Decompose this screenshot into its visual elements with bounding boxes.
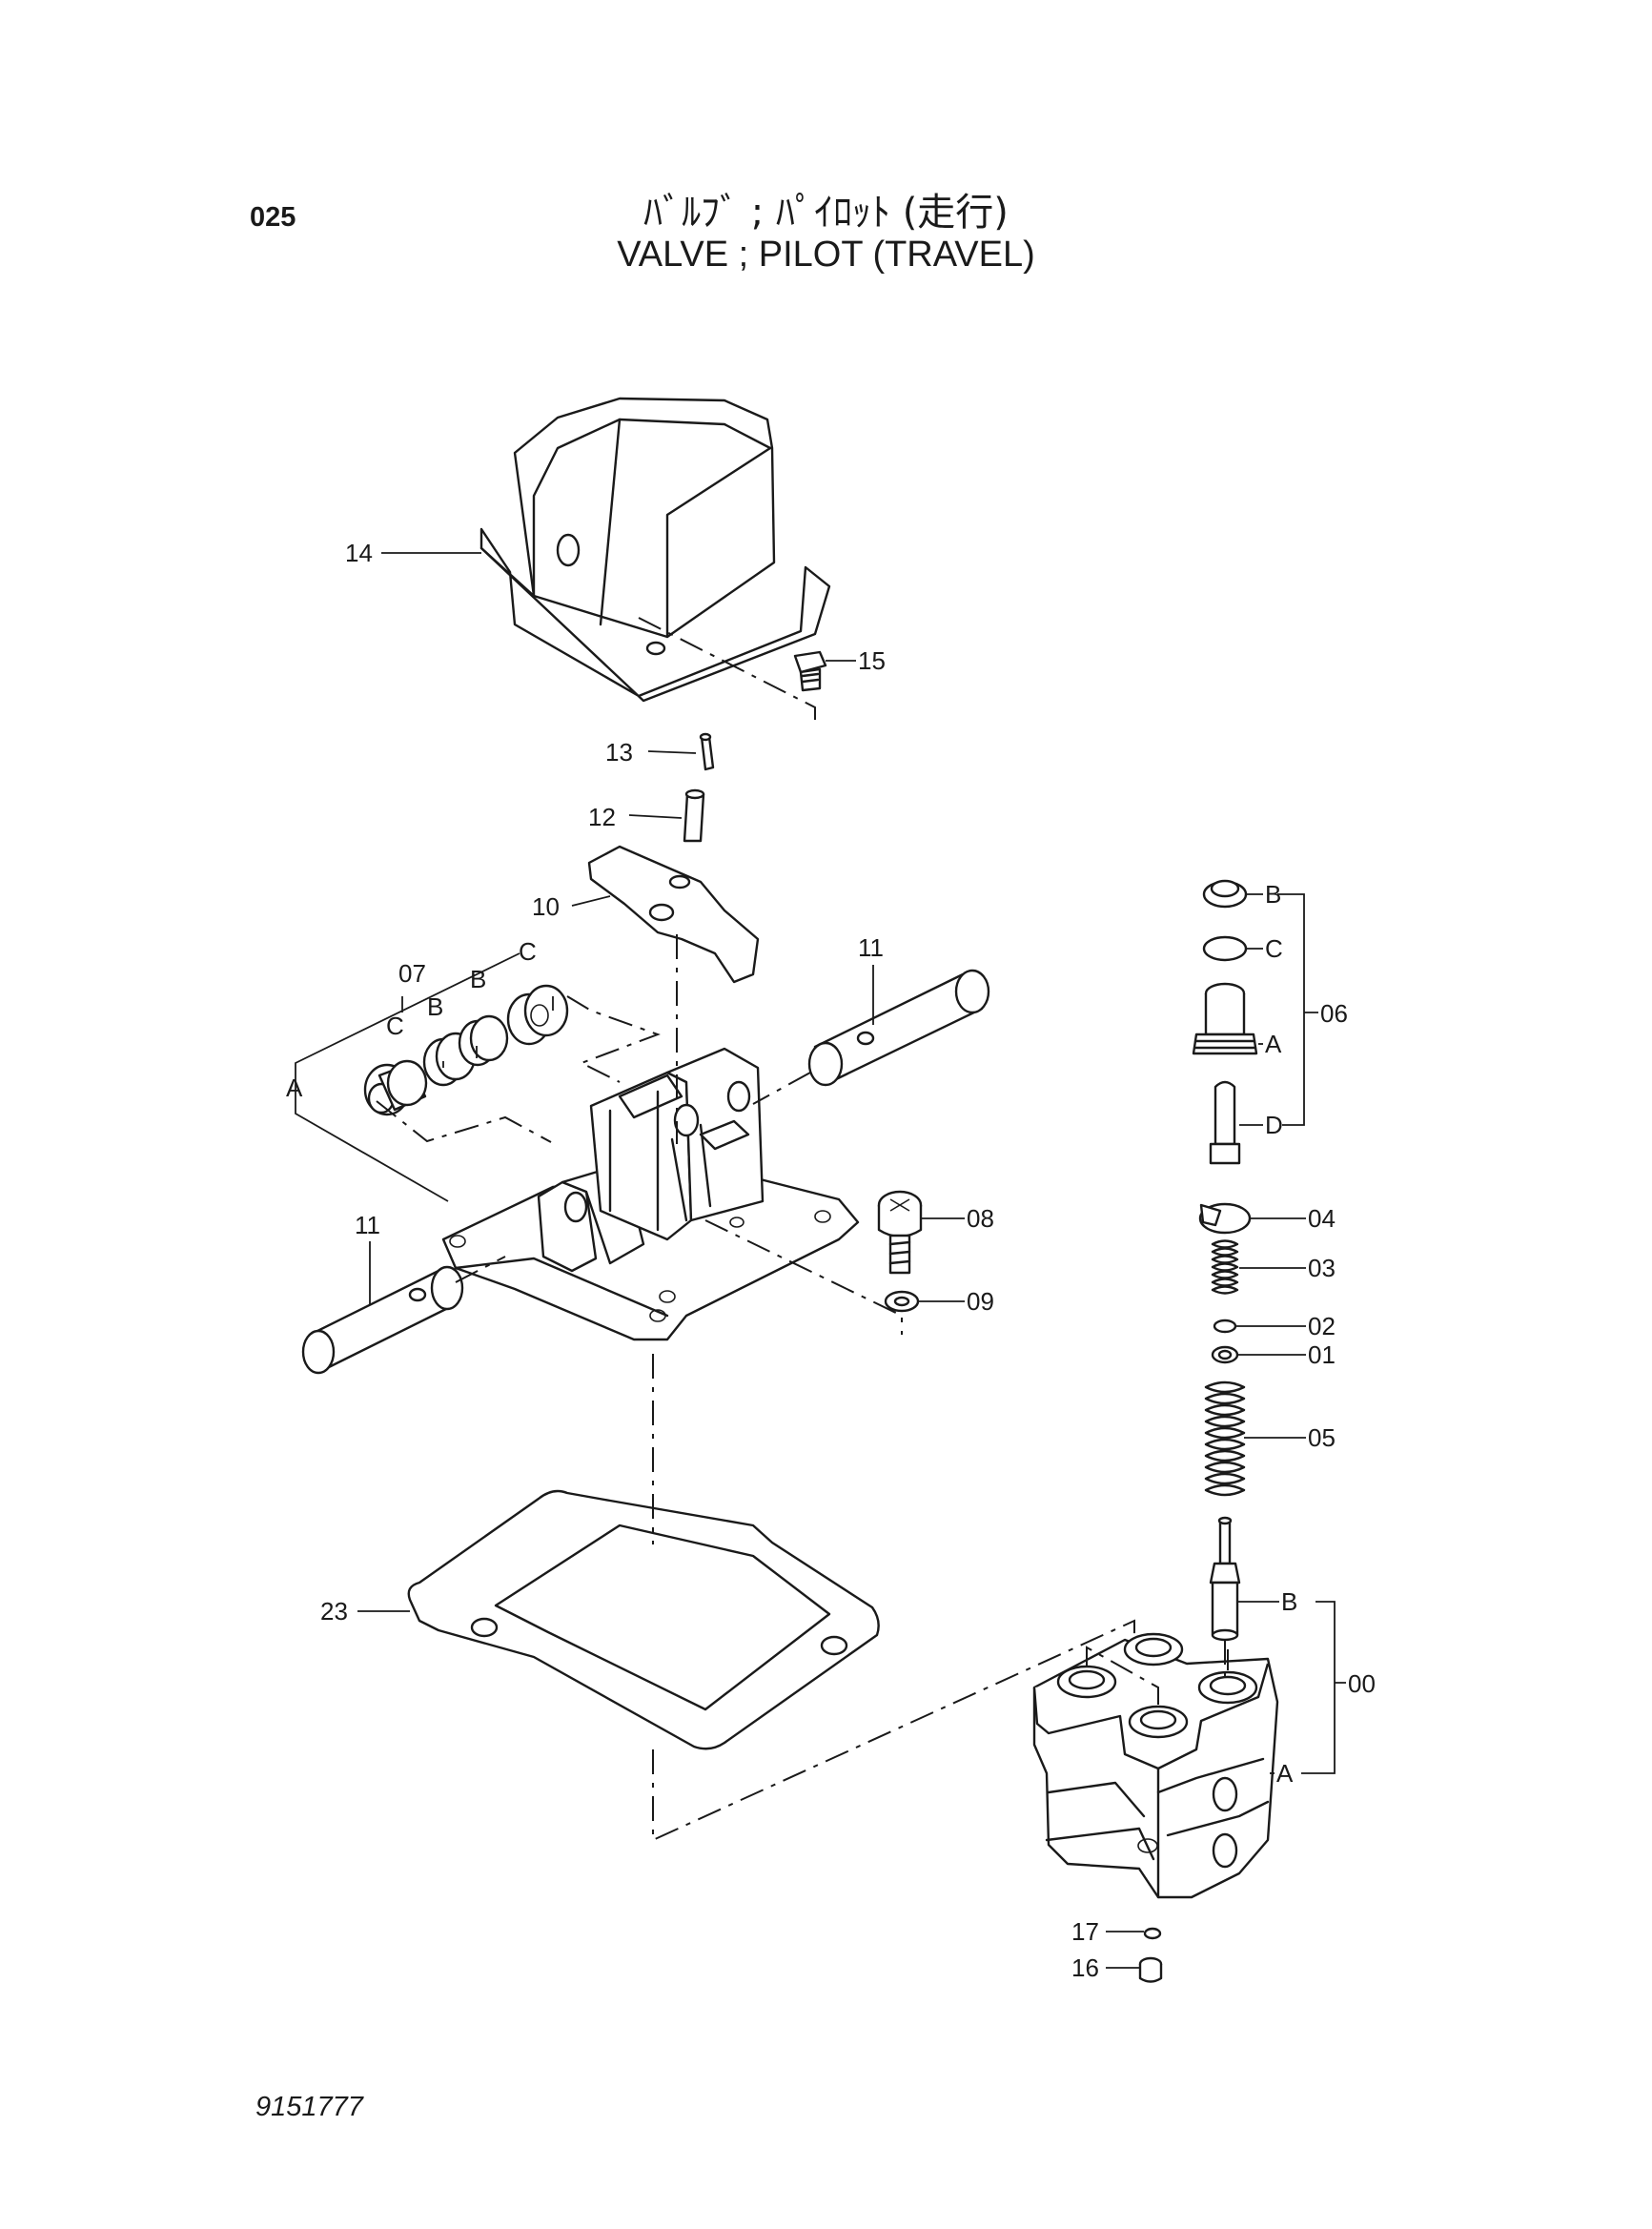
- part-01-washer: [1211, 1345, 1239, 1364]
- letter-b-00: B: [1281, 1587, 1297, 1616]
- page-number: 025: [250, 202, 296, 233]
- axis-line-pin-upper: [752, 1072, 811, 1105]
- callout-11-lower: 11: [355, 1211, 380, 1239]
- callout-03: 03: [1308, 1254, 1336, 1282]
- part-23-gasket: [407, 1489, 880, 1750]
- part-00-valve-body: [1032, 1632, 1279, 1899]
- leader-10: [571, 895, 611, 907]
- bracket-00: [1301, 1601, 1346, 1774]
- bracket-06: [1277, 893, 1318, 1126]
- axis-line-rods-lower: [376, 1100, 552, 1143]
- callout-14: 14: [345, 539, 373, 567]
- part-09-washer: [884, 1290, 920, 1313]
- callout-08: 08: [967, 1204, 994, 1233]
- letter-c-07-right: C: [519, 937, 537, 966]
- callout-12: 12: [588, 803, 616, 831]
- part-13-pin: [699, 732, 715, 771]
- callout-16: 16: [1071, 1953, 1099, 1982]
- part-11-pin-lower: [301, 1265, 464, 1375]
- axis-line-gasket-body: [652, 1619, 1135, 1842]
- callout-11-upper: 11: [858, 933, 884, 962]
- callout-17: 17: [1071, 1917, 1099, 1946]
- part-11-pin-upper: [807, 969, 990, 1087]
- callout-05: 05: [1308, 1423, 1336, 1452]
- letter-b-06: B: [1265, 880, 1281, 909]
- part-02-shim: [1213, 1319, 1237, 1334]
- callout-13: 13: [605, 738, 633, 767]
- leader-12: [628, 814, 683, 819]
- letter-a-07: A: [286, 1074, 303, 1102]
- casing: [441, 1047, 860, 1341]
- callout-04: 04: [1308, 1204, 1336, 1233]
- part-07-push-rods: [363, 984, 569, 1116]
- callout-02: 02: [1308, 1312, 1336, 1340]
- part-03-spring: [1211, 1239, 1239, 1295]
- letter-b-07-left: B: [427, 992, 443, 1021]
- callout-01: 01: [1308, 1340, 1336, 1369]
- part-12-pin: [683, 788, 705, 843]
- part-00-spool: [1209, 1516, 1241, 1642]
- part-15-bolt: [793, 650, 827, 692]
- title-english: VALVE ; PILOT (TRAVEL): [617, 235, 1035, 275]
- callout-15: 15: [858, 646, 886, 675]
- letter-d-06: D: [1265, 1111, 1283, 1139]
- part-10-cam: [587, 845, 760, 984]
- title-japanese: ﾊﾞﾙﾌﾞ ; ﾊﾟｲﾛｯﾄ (走行): [643, 191, 1009, 235]
- letter-a-06: A: [1265, 1030, 1282, 1058]
- part-06-assembly: [1192, 879, 1258, 1165]
- axis-line-cover: [638, 617, 816, 720]
- part-14-cover: [479, 397, 831, 703]
- part-04-spring-seat: [1198, 1202, 1252, 1235]
- part-17-o-ring: [1143, 1927, 1162, 1940]
- axis-line-pin-lower: [455, 1256, 506, 1283]
- document-number: 9151777: [255, 2092, 363, 2122]
- axis-line-rods-upper: [566, 995, 661, 1083]
- callout-10: 10: [532, 892, 560, 921]
- part-16-plug: [1138, 1956, 1163, 1983]
- letter-b-07-right: B: [470, 965, 486, 993]
- callout-00: 00: [1348, 1669, 1376, 1698]
- letter-c-06: C: [1265, 934, 1283, 963]
- letter-c-07-left: C: [386, 1012, 404, 1040]
- axis-line-ports: [1086, 1646, 1229, 1707]
- callout-09: 09: [967, 1287, 994, 1316]
- part-08-bolt: [877, 1190, 923, 1275]
- leader-13: [647, 750, 697, 754]
- callout-07: 07: [398, 959, 426, 988]
- part-05-spring: [1204, 1380, 1246, 1497]
- callout-23: 23: [320, 1597, 348, 1626]
- letter-a-00: A: [1276, 1759, 1294, 1788]
- callout-06: 06: [1320, 999, 1348, 1028]
- bracket-07: [295, 952, 554, 1202]
